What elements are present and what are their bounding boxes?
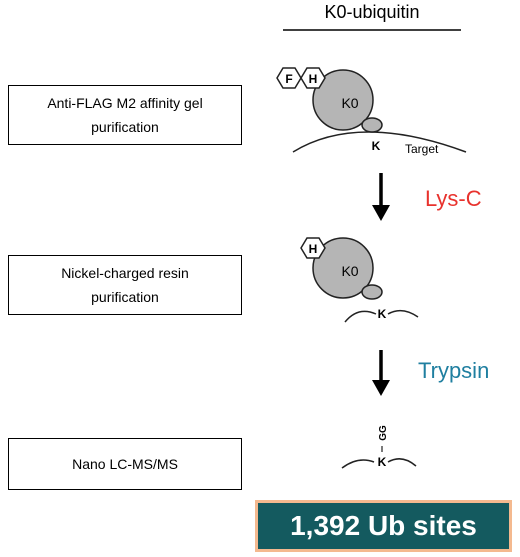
molecule-3: GG K bbox=[341, 425, 417, 469]
step-3-line-1: Nano LC-MS/MS bbox=[72, 456, 178, 472]
peptide-curve-left-2 bbox=[344, 310, 377, 323]
step-box-nickel-purification: Nickel-charged resin purification bbox=[8, 255, 242, 315]
gg-label: GG bbox=[378, 425, 389, 441]
enzyme-lys-c-label: Lys-C bbox=[425, 186, 482, 211]
result-label: 1,392 Ub sites bbox=[258, 503, 509, 549]
enzyme-trypsin-label: Trypsin bbox=[418, 358, 490, 383]
arrowhead-1 bbox=[372, 205, 390, 221]
step-box-lc-msms: Nano LC-MS/MS bbox=[8, 438, 242, 490]
ubiquitin-label-2: K0 bbox=[341, 263, 358, 279]
arrowhead-2 bbox=[372, 380, 390, 396]
ubiquitin-body bbox=[312, 69, 374, 131]
peptide-curve-right-2 bbox=[387, 309, 419, 318]
his-tag-label-2: H bbox=[309, 242, 318, 256]
step-2-line-2: purification bbox=[91, 289, 159, 305]
ubiquitin-tail-2 bbox=[361, 284, 383, 300]
step-1-line-1: Anti-FLAG M2 affinity gel bbox=[47, 95, 203, 111]
step-2-line-1: Nickel-charged resin bbox=[61, 265, 189, 281]
header-title: K0-ubiquitin bbox=[324, 2, 420, 22]
step-1-line-2: purification bbox=[91, 119, 159, 135]
flag-tag-label: F bbox=[285, 72, 292, 86]
peptide-curve-right-3 bbox=[387, 458, 417, 467]
ubiquitin-label-1: K0 bbox=[341, 95, 358, 111]
molecule-1: F H K0 K Target bbox=[276, 67, 467, 156]
step-box-flag-purification: Anti-FLAG M2 affinity gel purification bbox=[8, 85, 242, 145]
lysine-label-1: K bbox=[372, 139, 381, 153]
peptide-curve-left-3 bbox=[341, 459, 375, 469]
result-box: 1,392 Ub sites bbox=[255, 500, 512, 552]
ubiquitin-body-2 bbox=[312, 237, 374, 299]
ubiquitin-tail bbox=[361, 117, 383, 133]
lysine-label-2: K bbox=[378, 307, 387, 321]
his-tag-label-1: H bbox=[309, 72, 318, 86]
molecule-2: H K0 K bbox=[300, 237, 419, 323]
his-tag-hexagon-2 bbox=[300, 237, 326, 259]
lysine-label-3: K bbox=[378, 455, 387, 469]
target-label: Target bbox=[405, 142, 439, 156]
his-tag-hexagon-1 bbox=[300, 67, 326, 89]
